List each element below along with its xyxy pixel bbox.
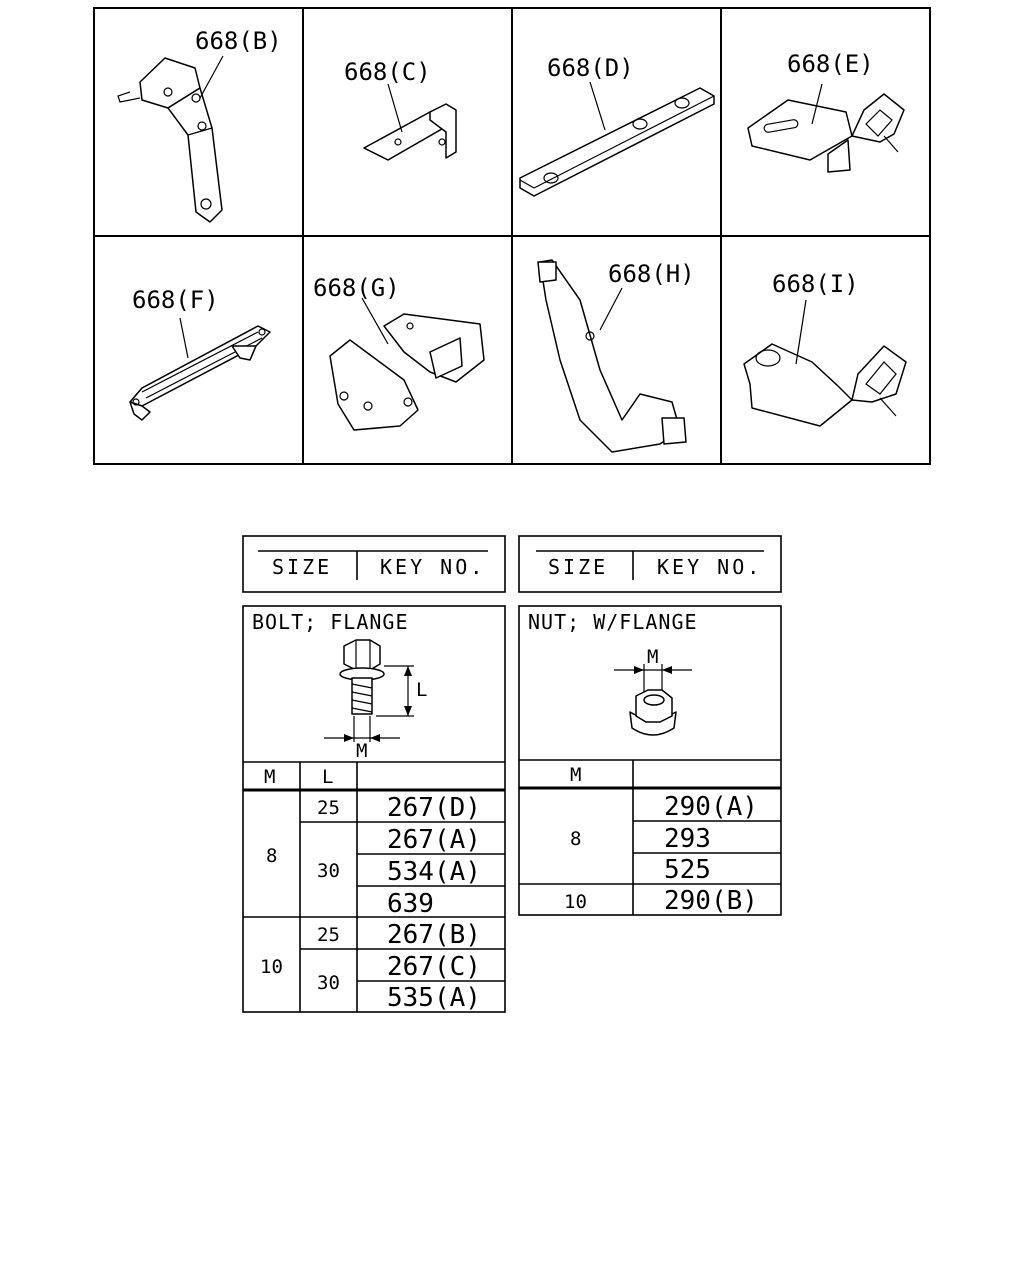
bracket-i-drawing [743,299,907,427]
part-label-c: 668(C) [344,58,431,86]
nut-key-no: 293 [664,824,711,854]
bracket-d-drawing [519,81,715,197]
bolt-key-no: 639 [387,889,434,919]
key-no-header-label: KEY NO. [657,555,762,579]
bracket-c-drawing [363,83,457,161]
part-label-h: 668(H) [608,260,695,288]
nut-key-no: 290(A) [664,792,758,822]
flange-bolt-icon [324,639,414,742]
bolt-table [242,605,506,1013]
bolt-key-no: 535(A) [387,983,481,1013]
size-header-label: SIZE [548,555,608,579]
bolt-m-8: 8 [266,845,277,867]
nut-table [518,605,782,916]
part-label-d: 668(D) [547,54,634,82]
nut-key-no: 290(B) [664,886,758,916]
bolt-l-value: 25 [317,924,340,946]
bolt-title: BOLT; FLANGE [252,610,409,634]
bracket-b-drawing [117,55,224,223]
bracket-f-drawing [129,317,271,421]
nut-m-8: 8 [570,828,581,850]
part-label-b: 668(B) [195,27,282,55]
nut-dim-m: M [647,646,658,668]
bolt-key-no: 267(D) [387,793,481,823]
nut-key-no: 525 [664,855,711,885]
bolt-key-no: 534(A) [387,857,481,887]
nut-m-10: 10 [564,891,587,913]
bolt-m-10: 10 [260,956,283,978]
bolt-key-no: 267(C) [387,952,481,982]
bracket-g-drawing [329,297,485,431]
bolt-key-no: 267(A) [387,825,481,855]
bolt-col-l: L [322,766,333,788]
flange-nut-icon [614,664,692,736]
parts-grid [93,7,931,465]
bolt-dim-m: M [356,740,367,762]
nut-title: NUT; W/FLANGE [528,610,698,634]
part-label-f: 668(F) [132,286,219,314]
part-label-i: 668(I) [772,270,859,298]
bolt-dim-l: L [416,679,427,701]
size-header-label: SIZE [272,555,332,579]
bracket-h-drawing [537,259,687,453]
size-key-header-left [242,535,506,593]
bolt-key-no: 267(B) [387,920,481,950]
bolt-l-value: 30 [317,860,340,882]
bolt-l-value: 30 [317,972,340,994]
size-key-header-right [518,535,782,593]
bolt-col-m: M [264,766,275,788]
part-label-e: 668(E) [787,50,874,78]
bracket-e-drawing [747,83,905,173]
key-no-header-label: KEY NO. [380,555,485,579]
nut-col-m: M [570,764,581,786]
part-label-g: 668(G) [313,274,400,302]
bolt-l-value: 25 [317,797,340,819]
